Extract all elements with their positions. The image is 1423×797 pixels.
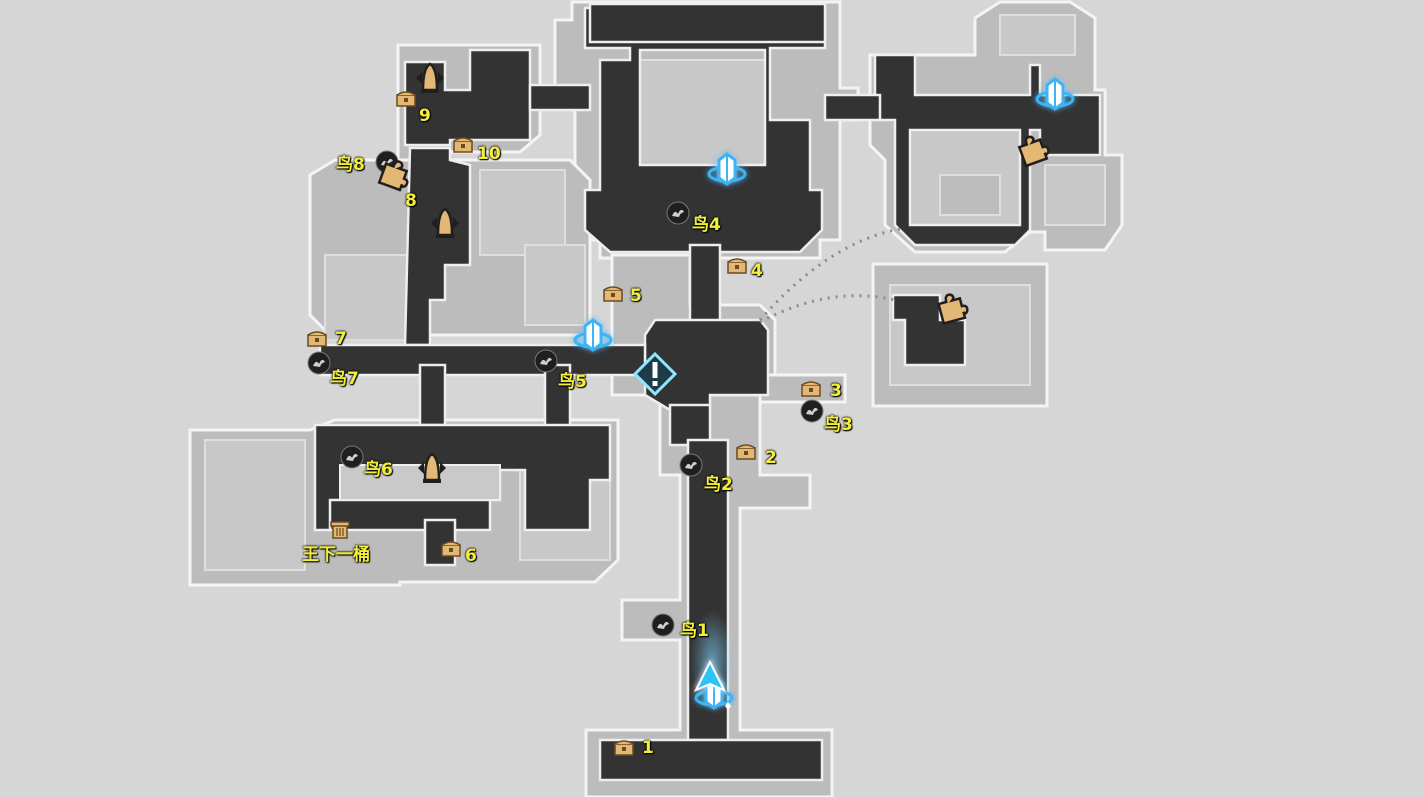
bird-label: 鸟5 (558, 372, 587, 392)
chest-label: 5 (630, 286, 642, 306)
puzzle-piece-icon[interactable] (932, 289, 970, 327)
corridor-top-ring (583, 6, 827, 254)
puzzle-piece-icon[interactable] (375, 155, 413, 193)
treasure-chest-icon[interactable] (307, 331, 327, 347)
treasure-chest-icon[interactable] (441, 541, 461, 557)
dotted-paths (758, 226, 906, 324)
treasure-chest-icon[interactable] (603, 286, 623, 302)
treasure-chest-icon[interactable] (801, 381, 821, 397)
space-anchor-icon[interactable] (571, 314, 615, 358)
chest-label: 4 (751, 261, 763, 281)
bird-label: 鸟2 (704, 475, 733, 495)
space-anchor-icon[interactable] (1033, 73, 1077, 117)
treasure-chest-icon[interactable] (727, 258, 747, 274)
player-arrow-icon (693, 659, 731, 710)
chest-label: 3 (830, 381, 842, 401)
bell-icon[interactable] (428, 203, 462, 243)
bird-collectible-icon[interactable] (679, 453, 703, 477)
chest-label: 8 (405, 191, 417, 211)
corridors (313, 2, 1102, 782)
bird-collectible-icon[interactable] (666, 201, 690, 225)
chest-label: 6 (465, 546, 477, 566)
bird-label: 鸟1 (680, 621, 709, 641)
bird-collectible-icon[interactable] (340, 445, 364, 469)
bird-label: 鸟6 (364, 460, 393, 480)
treasure-chest-icon[interactable] (614, 740, 634, 756)
treasure-chest-icon[interactable] (453, 137, 473, 153)
treasure-chest-icon[interactable] (396, 91, 416, 107)
chest-label: 10 (477, 144, 501, 164)
chest-label: 2 (765, 448, 777, 468)
inner-room (339, 464, 501, 501)
bird-label: 鸟3 (824, 415, 853, 435)
bird-label: 鸟8 (336, 155, 365, 175)
chest-label: 7 (335, 329, 347, 349)
bird-collectible-icon[interactable] (534, 349, 558, 373)
bird-collectible-icon[interactable] (307, 351, 331, 375)
bell-icon[interactable] (415, 448, 449, 488)
chest-label: 9 (419, 106, 431, 126)
trash-can-icon[interactable] (329, 519, 351, 539)
bird-collectible-icon[interactable] (800, 399, 824, 423)
bell-icon[interactable] (413, 58, 447, 98)
bird-collectible-icon[interactable] (651, 613, 675, 637)
treasure-chest-icon[interactable] (736, 444, 756, 460)
bird-label: 鸟7 (330, 369, 359, 389)
chest-label: 1 (642, 738, 654, 758)
quest-marker-icon[interactable] (633, 352, 677, 396)
puzzle-piece-icon[interactable] (1013, 131, 1051, 169)
bird-label: 鸟4 (692, 215, 721, 235)
trash-can-label: 王下一桶 (302, 545, 370, 565)
space-anchor-icon[interactable] (705, 148, 749, 192)
